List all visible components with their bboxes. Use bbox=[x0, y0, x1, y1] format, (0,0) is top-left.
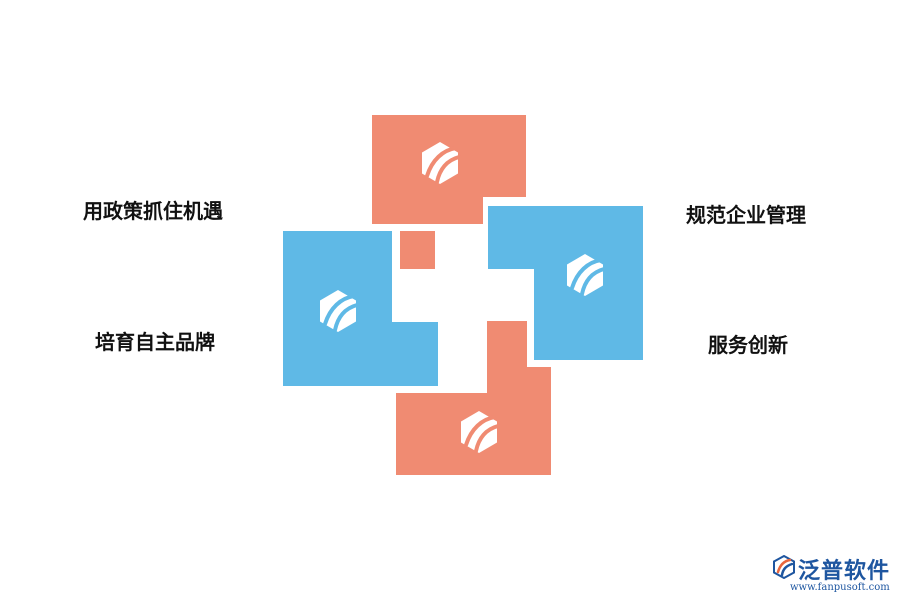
block-right-blue bbox=[488, 206, 643, 360]
label-top-left: 用政策抓住机遇 bbox=[83, 199, 223, 223]
block-top-connector bbox=[400, 231, 435, 269]
label-bottom-right: 服务创新 bbox=[708, 333, 788, 357]
label-bottom-left: 培育自主品牌 bbox=[95, 330, 215, 354]
brand-url: www.fanpusoft.com bbox=[790, 582, 890, 593]
brand-watermark: 泛普软件 www.fanpusoft.com bbox=[772, 553, 896, 597]
fanpu-logo-icon bbox=[773, 555, 795, 579]
brand-name: 泛普软件 bbox=[798, 559, 891, 584]
block-left-blue bbox=[283, 231, 438, 386]
block-bottom-salmon bbox=[396, 321, 551, 475]
label-top-right: 规范企业管理 bbox=[686, 203, 806, 227]
